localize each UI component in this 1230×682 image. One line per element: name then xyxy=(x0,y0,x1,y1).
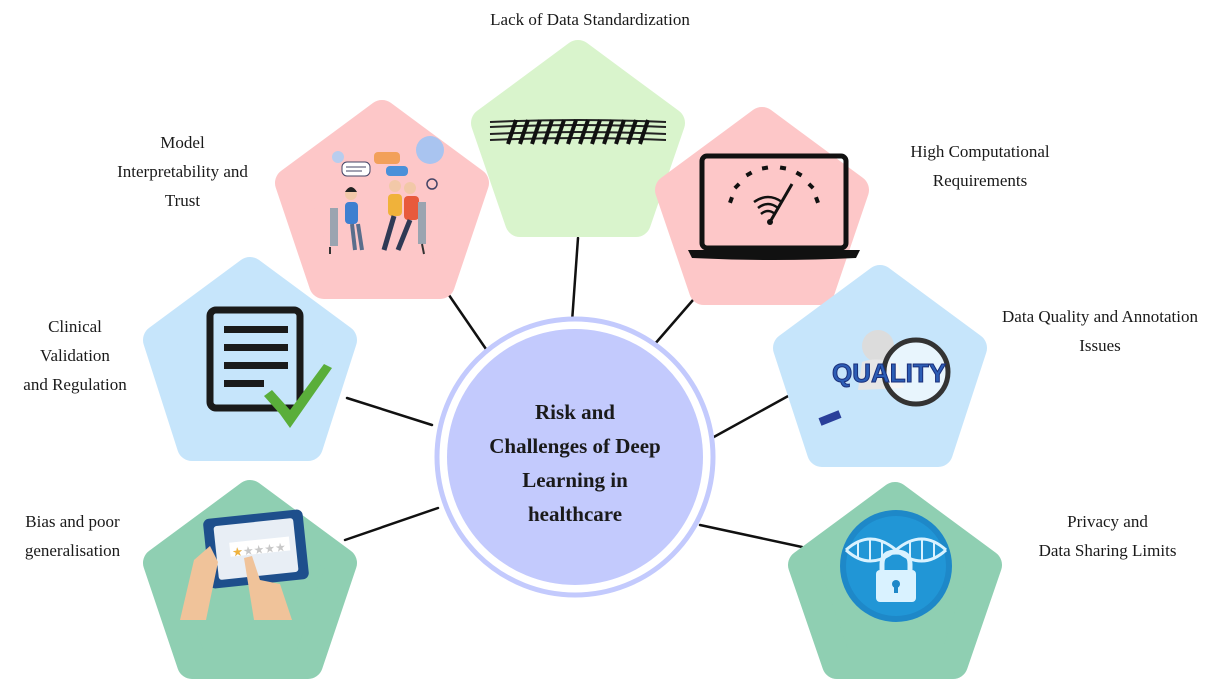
quality-magnifier-icon: QUALITY xyxy=(818,330,951,426)
pentagon-validation xyxy=(143,257,357,461)
pentagon-interpretability xyxy=(275,100,489,299)
center-title: Risk and Challenges of Deep Learning in … xyxy=(489,400,661,526)
people-conversation-icon xyxy=(329,136,444,255)
label-quality: Data Quality and Annotation Issues xyxy=(1002,307,1198,355)
label-bias: Bias and poor generalisation xyxy=(24,512,121,560)
label-interpretability: Model Interpretability and Trust xyxy=(117,133,248,210)
center-circle xyxy=(447,329,703,585)
label-standardization: Lack of Data Standardization xyxy=(490,10,690,29)
railway-track-icon xyxy=(489,119,667,145)
connector-privacy xyxy=(698,523,804,549)
svg-text:QUALITY: QUALITY xyxy=(832,358,946,388)
tablet-rating-icon: ★★★★★ ★ xyxy=(180,509,309,620)
connector-bias xyxy=(343,506,440,542)
dna-lock-icon xyxy=(840,510,952,622)
label-computational: High Computational Requirements xyxy=(910,142,1050,190)
laptop-gauge-icon xyxy=(688,153,860,260)
label-privacy: Privacy and Data Sharing Limits xyxy=(1038,512,1177,560)
connector-standardization xyxy=(570,236,580,324)
connector-validation xyxy=(345,396,434,427)
document-checkmark-icon xyxy=(206,306,332,428)
connector-quality xyxy=(710,393,792,440)
svg-text:★: ★ xyxy=(232,544,244,559)
svg-text:★★★★★: ★★★★★ xyxy=(232,540,287,560)
label-validation: Clinical Validation and Regulation xyxy=(23,317,127,394)
